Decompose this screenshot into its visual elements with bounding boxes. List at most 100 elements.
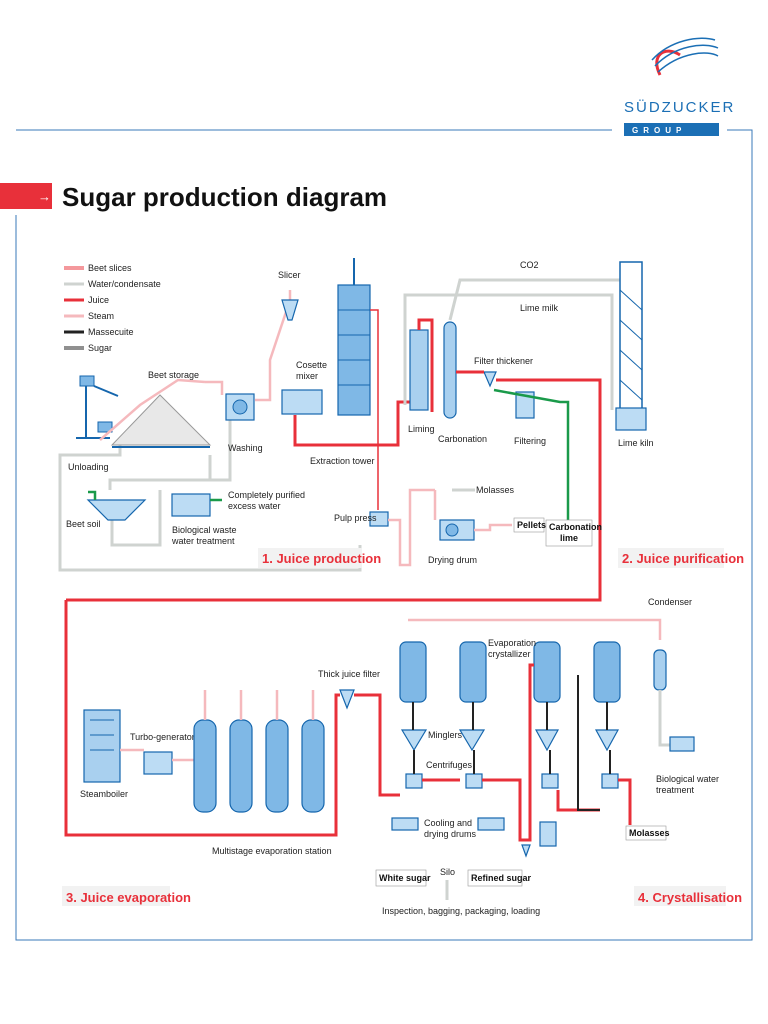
label-turbo-generator: Turbo-generator (130, 732, 195, 742)
unloading-crane-icon (76, 375, 119, 439)
centrifuge-2 (465, 773, 483, 789)
bio-water-tank (669, 736, 695, 752)
label-purified-1: Completely purified (228, 490, 305, 500)
label-liming: Liming (408, 424, 435, 434)
label-co2: CO2 (520, 260, 539, 270)
bio-waste-treatment (171, 493, 211, 517)
page-title: Sugar production diagram (62, 182, 387, 212)
section-label-2: 2. Juice purification (622, 551, 744, 566)
cooling-drum-2 (477, 817, 505, 831)
mingler-3 (534, 729, 560, 752)
label-bio-waste-1: Biological waste (172, 525, 237, 535)
label-carbonation-lime-2: lime (560, 533, 578, 543)
crystallizer-1 (399, 641, 427, 703)
label-bio-waste-2: water treatment (171, 536, 235, 546)
label-pulp-press: Pulp press (334, 513, 377, 523)
evaporator-4 (301, 719, 325, 813)
molasses-box (625, 825, 667, 841)
label-white-sugar: White sugar (379, 873, 431, 883)
section-juice-purification: CO2 Lime milk Liming Carbonation Filter … (66, 260, 744, 602)
refined-sugar-box (467, 869, 523, 887)
label-inspection: Inspection, bagging, packaging, loading (382, 906, 540, 916)
label-bio-water-2: treatment (656, 785, 695, 795)
beet-soil-tank (86, 499, 147, 521)
brand-group: GROUP (632, 126, 686, 135)
evaporator-1 (193, 719, 217, 813)
label-filtering: Filtering (514, 436, 546, 446)
thick-juice-filter (339, 689, 355, 710)
label-beet-soil: Beet soil (66, 519, 101, 529)
condenser (653, 649, 667, 691)
label-evap-cryst-1: Evaporation (488, 638, 536, 648)
mingler-1 (400, 729, 428, 752)
label-centrifuges: Centrifuges (426, 760, 473, 770)
section-juice-production: Unloading Beet storage Washing Slicer Co… (58, 258, 546, 572)
label-beet-storage: Beet storage (148, 370, 199, 380)
section-label-4: 4. Crystallisation (638, 890, 742, 905)
white-sugar-box (375, 869, 427, 887)
label-cosette-mixer-1: Cosette (296, 360, 327, 370)
label-pellets: Pellets (517, 520, 546, 530)
slicer (281, 299, 299, 321)
centrifuge-1 (405, 773, 423, 789)
evaporator-2 (229, 719, 253, 813)
label-condenser: Condenser (648, 597, 692, 607)
mingler-4 (594, 729, 620, 752)
section-juice-evaporation: Steamboiler Turbo-generator Multistage e… (62, 600, 400, 906)
steamboiler (83, 709, 121, 783)
evaporator-3 (265, 719, 289, 813)
label-steamboiler: Steamboiler (80, 789, 128, 799)
label-drying-drum: Drying drum (428, 555, 477, 565)
section-label-3: 3. Juice evaporation (66, 890, 191, 905)
carbonation-vessel (443, 321, 457, 419)
sugar-hopper (521, 844, 531, 858)
legend-beet-slices: Beet slices (88, 263, 132, 273)
crystallizer-2 (459, 641, 487, 703)
label-lime-milk: Lime milk (520, 303, 559, 313)
label-minglers: Minglers (428, 730, 463, 740)
filtering-unit (515, 391, 535, 419)
label-refined-sugar: Refined sugar (471, 873, 532, 883)
label-silo: Silo (440, 867, 455, 877)
cosette-mixer (281, 389, 323, 415)
label-evap-cryst-2: crystallizer (488, 649, 531, 659)
carbonation-lime-box (545, 519, 593, 547)
legend-water: Water/condensate (88, 279, 161, 289)
label-cooling-2: drying drums (424, 829, 477, 839)
label-filter-thickener: Filter thickener (474, 356, 533, 366)
cooling-drum-1 (391, 817, 419, 831)
centrifuge-4 (601, 773, 619, 789)
pellets-box (513, 517, 545, 533)
label-cooling-1: Cooling and (424, 818, 472, 828)
molasses-tank (539, 821, 557, 847)
label-carbonation: Carbonation (438, 434, 487, 444)
legend-steam: Steam (88, 311, 114, 321)
label-purified-2: excess water (228, 501, 281, 511)
filter-thickener (483, 371, 497, 388)
label-extraction-tower: Extraction tower (310, 456, 375, 466)
label-multistage: Multistage evaporation station (212, 846, 332, 856)
legend-sugar: Sugar (88, 343, 112, 353)
label-molasses-top: Molasses (476, 485, 515, 495)
label-molasses: Molasses (629, 828, 670, 838)
label-thick-juice-filter: Thick juice filter (318, 669, 380, 679)
label-washing: Washing (228, 443, 263, 453)
turbo-generator (143, 751, 173, 775)
label-lime-kiln: Lime kiln (618, 438, 654, 448)
label-bio-water-1: Biological water (656, 774, 719, 784)
label-cosette-mixer-2: mixer (296, 371, 318, 381)
legend: Beet slices Water/condensate Juice Steam… (64, 263, 161, 353)
section-label-1: 1. Juice production (262, 551, 381, 566)
svg-text:→: → (38, 189, 51, 204)
legend-juice: Juice (88, 295, 109, 305)
centrifuge-3 (541, 773, 559, 789)
crystallizer-4 (593, 641, 621, 703)
label-carbonation-lime-1: Carbonation (549, 522, 602, 532)
section-crystallisation: Evaporation crystallizer Minglers Centri… (375, 597, 742, 916)
crystallizer-3 (533, 641, 561, 703)
liming-vessel (409, 329, 429, 411)
sudzucker-logo: SÜDZUCKER GROUP (624, 37, 733, 136)
mingler-2 (458, 729, 486, 752)
legend-massecuite: Massecuite (88, 327, 134, 337)
